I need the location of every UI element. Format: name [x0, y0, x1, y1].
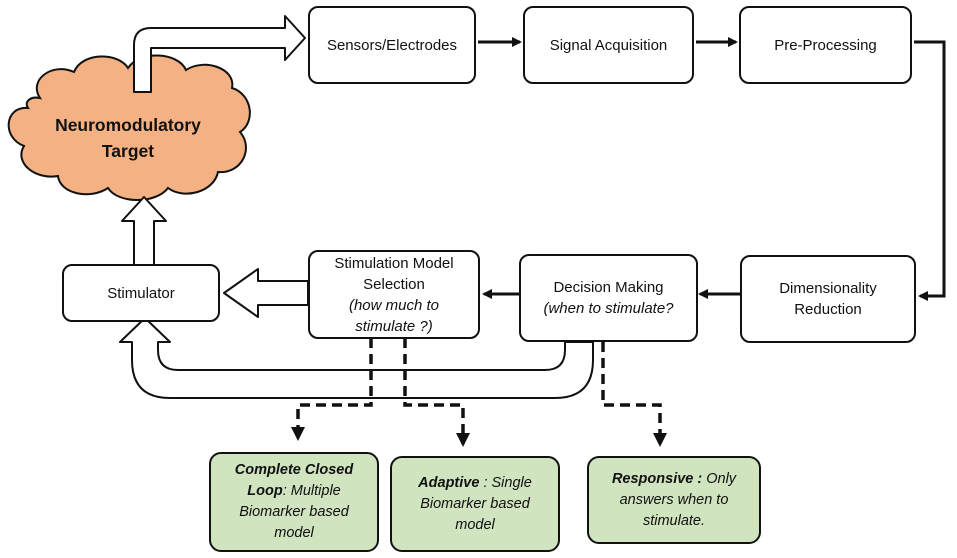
dashed-arrow-model-to-adaptive: [403, 338, 470, 447]
complete-closed-loop-box: Complete Closed Loop: Multiple Biomarker…: [209, 452, 379, 552]
dashed-arrow-model-to-complete: [291, 338, 373, 441]
dimensionality-label-line2: Reduction: [794, 301, 862, 318]
signal-acquisition-box: Signal Acquisition: [523, 6, 694, 84]
stimulator-label: Stimulator: [107, 284, 175, 302]
responsive-desc: Only: [702, 470, 737, 487]
responsive-line3: stimulate.: [642, 512, 706, 529]
responsive-box: Responsive : Only answers when to stimul…: [587, 456, 761, 544]
complete-line2: Loop: Multiple: [247, 481, 340, 502]
adaptive-title: Adaptive: [418, 474, 480, 491]
responsive-title: Responsive :: [611, 470, 703, 487]
complete-line4: model: [274, 525, 314, 541]
hollow-arrow-decision-to-stimulator: [119, 317, 594, 399]
target-label-line1: Neuromodulatory: [55, 115, 201, 135]
target-label-line2: Target: [101, 141, 155, 161]
sensors-electrodes-box: Sensors/Electrodes: [308, 6, 476, 84]
decision-making-box: Decision Making (when to stimulate?: [519, 254, 698, 342]
hollow-arrow-model-to-stimulator: [223, 268, 309, 318]
acquisition-label: Signal Acquisition: [549, 36, 668, 54]
neuromodulatory-target-cloud: [7, 54, 251, 201]
preprocessing-label: Pre-Processing: [774, 36, 877, 54]
model-label-line4: stimulate ?): [355, 317, 433, 335]
hollow-arrow-stimulator-to-target: [121, 196, 167, 266]
responsive-line1: Responsive : Only: [612, 469, 736, 490]
dimensionality-reduction-box: Dimensionality Reduction: [740, 255, 916, 343]
pre-processing-box: Pre-Processing: [739, 6, 912, 84]
adaptive-line2: Biomarker based: [420, 495, 530, 512]
dimensionality-label-line1: Dimensionality: [779, 280, 877, 297]
adaptive-line3: model: [455, 516, 495, 533]
hollow-arrow-target-to-sensors: [133, 15, 306, 93]
decision-label-line1: Decision Making: [553, 279, 664, 296]
dashed-arrow-decision-to-responsive: [601, 342, 667, 447]
adaptive-box: Adaptive : Single Biomarker based model: [390, 456, 560, 552]
arrow-preprocessing-to-dimensionality: [914, 40, 946, 301]
stimulation-model-selection-box: Stimulation Model Selection (how much to…: [308, 250, 480, 339]
model-label-line2: Selection: [363, 275, 425, 293]
decision-label-line2: (when to stimulate?: [543, 300, 674, 317]
complete-line3: Biomarker based: [239, 504, 349, 520]
model-label-line3: (how much to: [348, 296, 440, 314]
complete-title-part2: Loop: [247, 483, 283, 499]
stimulator-box: Stimulator: [62, 264, 220, 322]
complete-title: Complete Closed: [234, 462, 354, 478]
adaptive-line1: Adaptive : Single: [418, 473, 532, 494]
responsive-line2: answers when to: [619, 491, 729, 508]
adaptive-desc: : Single: [479, 474, 532, 491]
neuromodulatory-target-label: Neuromodulatory Target: [28, 112, 228, 164]
complete-desc: : Multiple: [282, 483, 341, 499]
model-label-line1: Stimulation Model: [334, 254, 454, 272]
sensors-label: Sensors/Electrodes: [326, 36, 458, 54]
